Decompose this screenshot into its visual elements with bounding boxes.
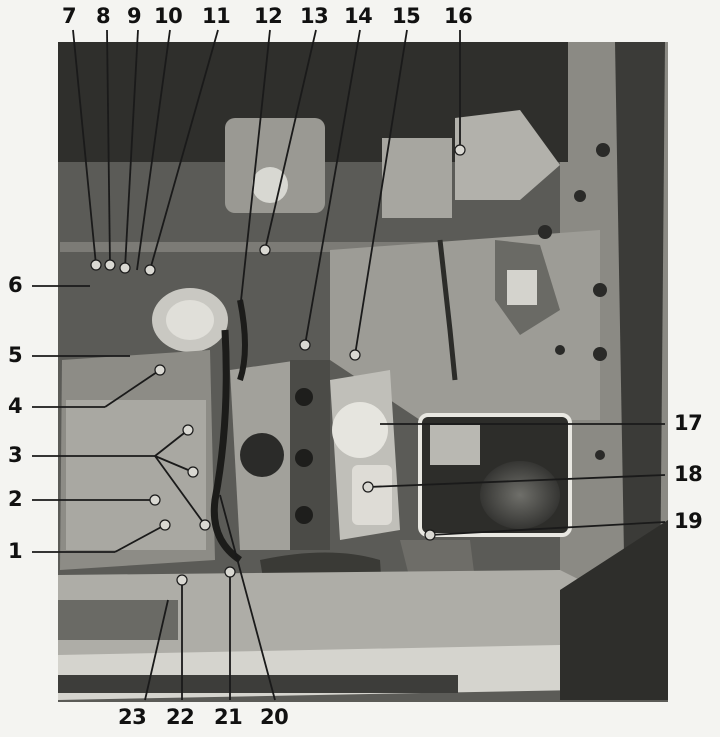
callout-19: 19 [674,509,703,533]
leader-15 [354,29,408,356]
callout-5: 5 [8,343,23,367]
leader-14 [304,29,361,346]
leader-9 [124,29,139,269]
callout-12: 12 [254,4,283,28]
leader-13 [264,29,317,251]
callout-11: 11 [202,4,231,28]
callout-18: 18 [674,462,703,486]
callout-1: 1 [8,539,23,563]
callout-21: 21 [214,705,243,729]
callout-8: 8 [96,4,111,28]
callout-15: 15 [392,4,421,28]
callout-14: 14 [344,4,373,28]
leader-10 [136,29,171,271]
callout-13: 13 [300,4,329,28]
callout-7: 7 [62,4,77,28]
leader-19 [429,521,666,536]
callout-6: 6 [8,273,23,297]
leader-20 [219,494,276,701]
leader-1b [114,524,166,553]
leader-4b [104,369,161,408]
callout-17: 17 [674,411,703,435]
leader-7 [72,29,97,266]
callout-9: 9 [127,4,142,28]
leader-3d [154,455,206,526]
callout-4: 4 [8,394,23,418]
callout-20: 20 [260,705,289,729]
callout-23: 23 [118,705,147,729]
callout-10: 10 [154,4,183,28]
leader-18 [367,474,666,488]
leader-11 [149,29,219,271]
leader-8 [106,29,111,266]
callout-16: 16 [444,4,473,28]
leader-3c [154,455,194,473]
callout-2: 2 [8,487,23,511]
leader-3b [154,429,189,457]
leader-12 [239,29,271,311]
callout-3: 3 [8,443,23,467]
leader-23 [144,599,169,701]
callout-22: 22 [166,705,195,729]
